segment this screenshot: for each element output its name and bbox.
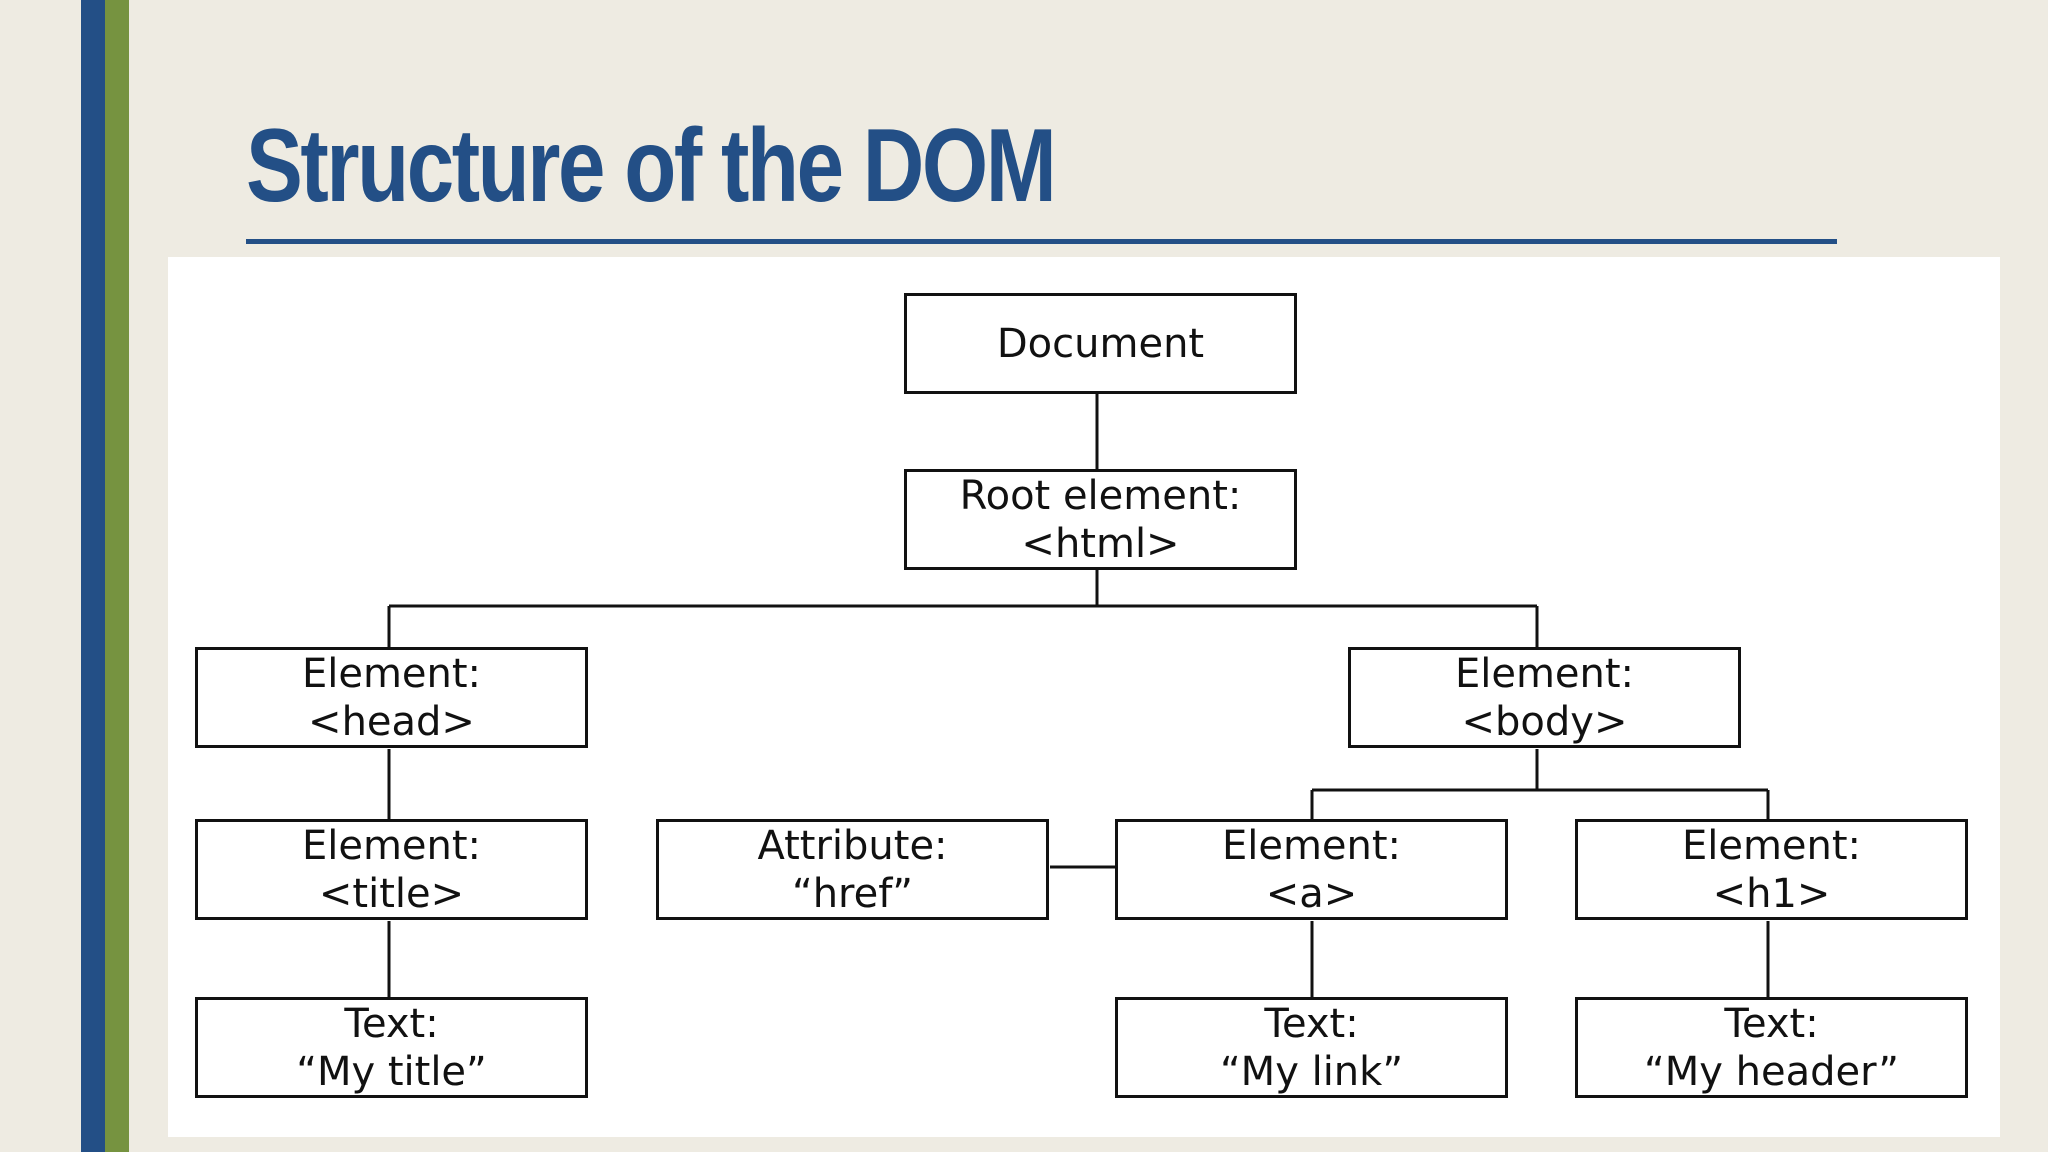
node-root-tag: <html> bbox=[1021, 520, 1180, 567]
node-root-html: Root element: <html> bbox=[904, 469, 1297, 570]
title-underline bbox=[246, 239, 1837, 244]
node-h1-label: Element: bbox=[1681, 822, 1862, 869]
node-element-body: Element: <body> bbox=[1348, 647, 1741, 748]
node-h1-tag: <h1> bbox=[1712, 870, 1831, 917]
node-a-label: Element: bbox=[1221, 822, 1402, 869]
node-text-title-value: “My title” bbox=[296, 1048, 487, 1095]
node-title-tag: <title> bbox=[318, 870, 465, 917]
accent-bar-blue bbox=[81, 0, 105, 1152]
node-text-header-label: Text: bbox=[1724, 1000, 1819, 1047]
slide-title: Structure of the DOM bbox=[246, 108, 1057, 224]
node-document-label: Document bbox=[996, 320, 1205, 367]
node-a-tag: <a> bbox=[1265, 870, 1358, 917]
node-document: Document bbox=[904, 293, 1297, 394]
node-element-title: Element: <title> bbox=[195, 819, 588, 920]
node-text-my-link: Text: “My link” bbox=[1115, 997, 1508, 1098]
node-text-link-value: “My link” bbox=[1219, 1048, 1404, 1095]
node-head-tag: <head> bbox=[308, 698, 475, 745]
node-text-title-label: Text: bbox=[344, 1000, 439, 1047]
accent-bar-green bbox=[105, 0, 129, 1152]
node-element-head: Element: <head> bbox=[195, 647, 588, 748]
node-text-header-value: “My header” bbox=[1644, 1048, 1899, 1095]
node-element-a: Element: <a> bbox=[1115, 819, 1508, 920]
node-title-label: Element: bbox=[301, 822, 482, 869]
connector-lines bbox=[387, 394, 1770, 998]
node-attribute-value: “href” bbox=[791, 870, 914, 917]
node-attribute-href: Attribute: “href” bbox=[656, 819, 1049, 920]
diagram-panel: Document Root element: <html> Element: <… bbox=[168, 257, 2000, 1137]
node-element-h1: Element: <h1> bbox=[1575, 819, 1968, 920]
node-text-my-title: Text: “My title” bbox=[195, 997, 588, 1098]
node-body-label: Element: bbox=[1454, 650, 1635, 697]
node-head-label: Element: bbox=[301, 650, 482, 697]
node-root-label: Root element: bbox=[959, 472, 1242, 519]
node-body-tag: <body> bbox=[1461, 698, 1628, 745]
node-text-my-header: Text: “My header” bbox=[1575, 997, 1968, 1098]
node-attribute-label: Attribute: bbox=[757, 822, 948, 869]
node-text-link-label: Text: bbox=[1264, 1000, 1359, 1047]
